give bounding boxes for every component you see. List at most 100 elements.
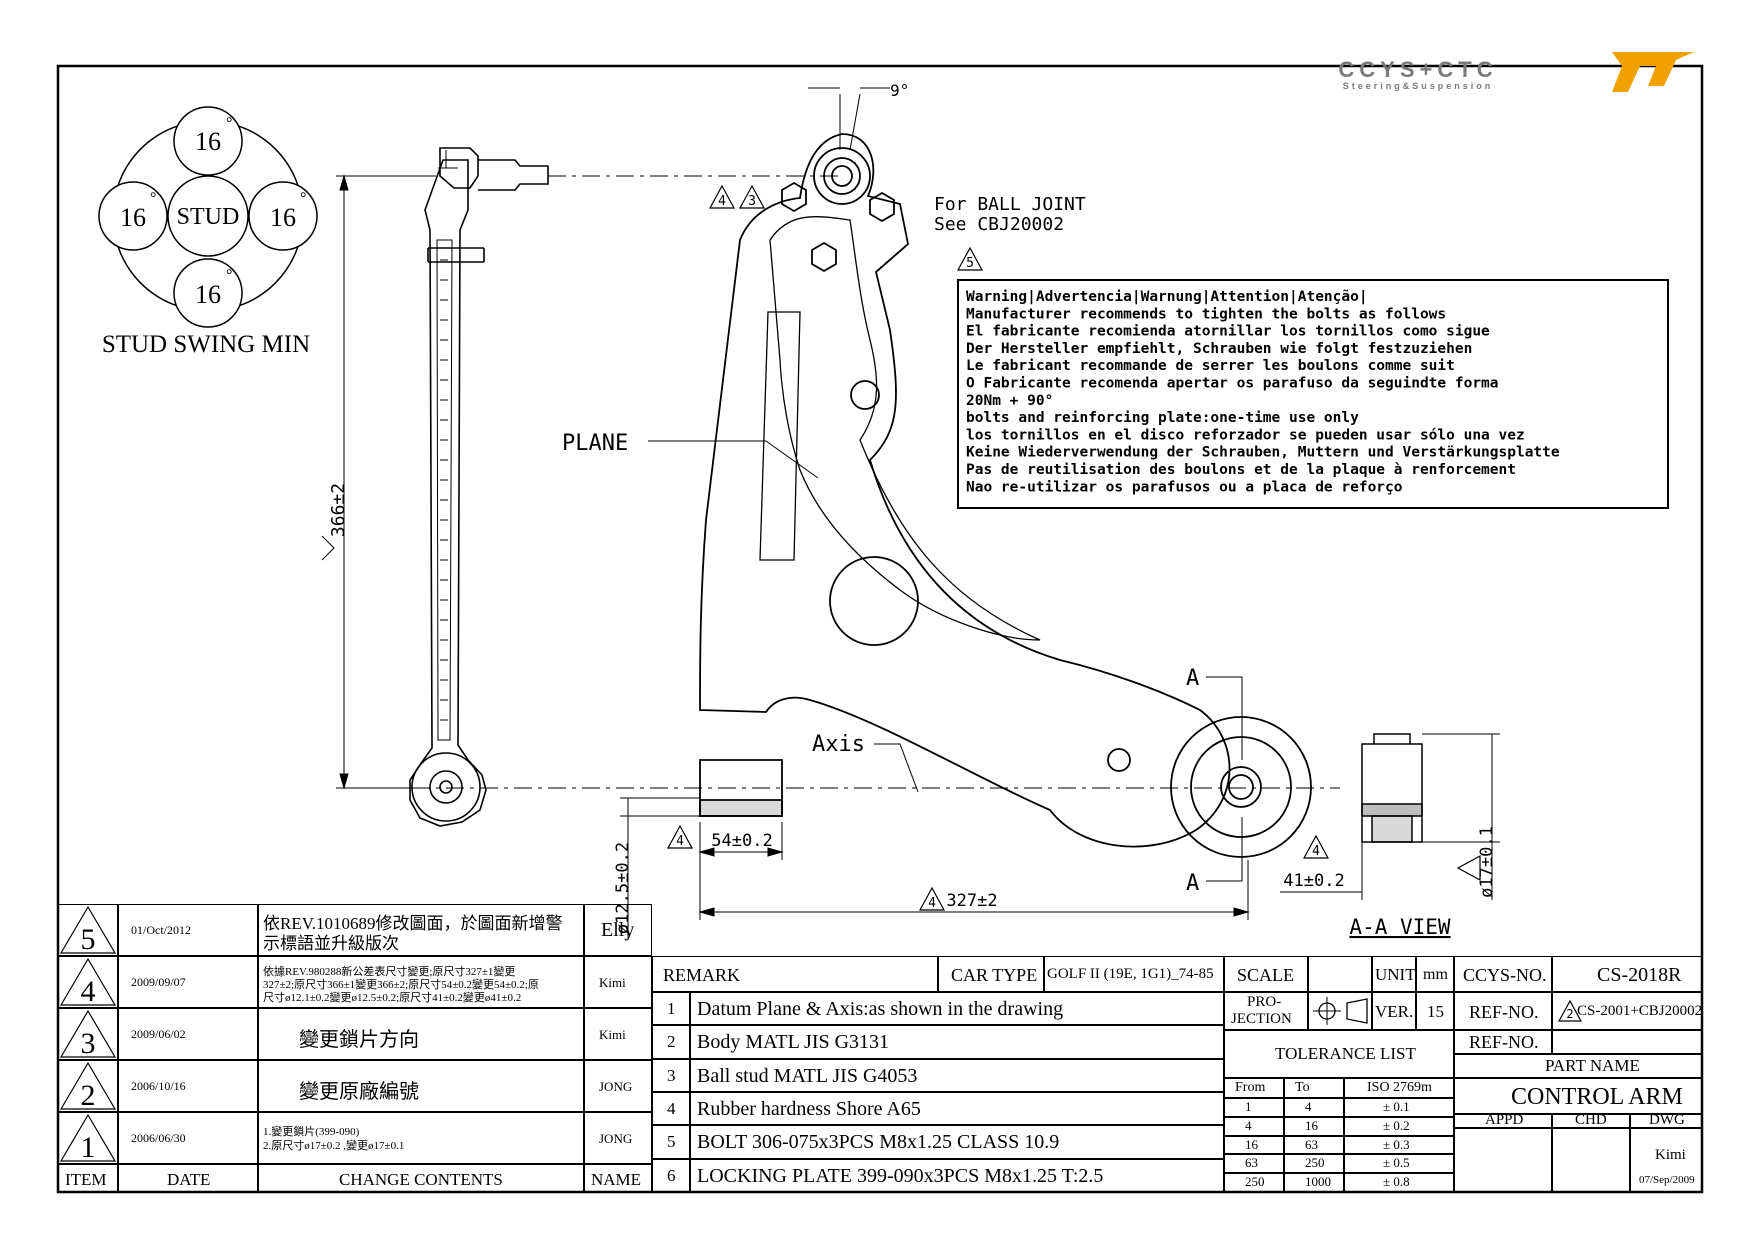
revision-contents-line: 327±2;原尺寸366±1變更366±2;原尺寸54±0.2變更54±0.2;… — [263, 979, 539, 991]
remark-item-number-text: 4 — [667, 1099, 676, 1118]
tolerance-cell-text: 1 — [1245, 1099, 1252, 1114]
tolerance-cell-text: 63 — [1305, 1137, 1318, 1152]
rev-header-item: ITEM — [58, 1164, 118, 1192]
dim-span-label: 327±2 — [946, 891, 997, 911]
ball-joint-core — [831, 165, 853, 187]
remark-item-text-value: BOLT 306-075x3PCS M8x1.25 CLASS 10.9 — [697, 1131, 1060, 1153]
warning-line: O Fabricante recomenda apertar os parafu… — [966, 376, 1499, 392]
stud-swing-center-label: STUD — [177, 204, 240, 230]
bolt-hex-2 — [869, 191, 895, 223]
stud-swing-bottom-value: 16 — [195, 280, 221, 309]
tolerance-cell: 1000 — [1284, 1173, 1344, 1192]
callout-triangle-5 — [956, 246, 984, 271]
revision-date: 2006/10/16 — [118, 1060, 258, 1112]
revision-name-text: JONG — [599, 1079, 633, 1094]
logo-brand: CCYS+CTC — [1338, 57, 1497, 82]
side-view-thread — [440, 259, 448, 721]
remark-item-number-text: 2 — [667, 1032, 676, 1051]
tolerance-cell: 1 — [1224, 1098, 1284, 1117]
callout-triangle-4c — [918, 886, 946, 911]
revision-name: JONG — [584, 1060, 652, 1112]
ball-joint-note-1: For BALL JOINT — [934, 194, 1086, 215]
remark-item-text-value: LOCKING PLATE 399-090x3PCS M8x1.25 T:2.5 — [697, 1165, 1104, 1187]
tolerance-cell-text: ± 0.1 — [1383, 1099, 1410, 1114]
revision-item: 4 — [58, 956, 118, 1008]
revision-name: Kimi — [584, 956, 652, 1008]
dim-bush-width-label: 54±0.2 — [711, 831, 772, 851]
ball-joint-note-2: See CBJ20002 — [934, 214, 1064, 235]
remark-item-text-value: Ball stud MATL JIS G4053 — [697, 1065, 918, 1087]
tolerance-cell-text: 16 — [1305, 1118, 1318, 1133]
rear-bushing-mid — [1190, 736, 1292, 838]
bottom-dims — [620, 797, 1250, 940]
projection-icon — [1313, 997, 1368, 1025]
warning-line: Der Hersteller empfiehlt, Schrauben wie … — [966, 341, 1472, 357]
tolerance-cell-text: 250 — [1305, 1155, 1325, 1170]
control-arm-inner — [769, 216, 1041, 641]
section-a-top: A — [1186, 666, 1199, 691]
warning-box — [957, 279, 1669, 509]
remark-item-text: Body MATL JIS G3131 — [690, 1025, 1224, 1059]
control-arm-hole-2 — [850, 380, 880, 410]
callout-5-num: 5 — [966, 256, 974, 271]
ball-joint-outer — [813, 147, 871, 205]
revision-name-text: JONG — [599, 1131, 633, 1146]
tolerance-cell: ± 0.2 — [1344, 1117, 1454, 1136]
remark-item-number-text: 3 — [667, 1066, 676, 1085]
tolerance-cell: ± 0.1 — [1344, 1098, 1454, 1117]
tolerance-cell: 4 — [1224, 1117, 1284, 1136]
plane-label: PLANE — [562, 431, 628, 456]
ref-no2-label: REF-NO. — [1454, 1030, 1552, 1054]
ref-no2-value — [1552, 1030, 1702, 1054]
revision-item-number: 3 — [81, 1027, 96, 1059]
side-view-bushing-hole — [439, 780, 453, 794]
ball-joint-inner — [823, 157, 861, 195]
tolerance-cell-text: 4 — [1245, 1118, 1252, 1133]
side-view — [409, 147, 549, 827]
axis-label: Axis — [812, 732, 865, 757]
tolerance-cell: 16 — [1284, 1117, 1344, 1136]
rear-bushing-inner — [1220, 766, 1262, 808]
revision-contents-line: 示標語並升級版次 — [263, 934, 399, 953]
stud-swing-left-value: 16 — [120, 203, 146, 232]
revision-date: 01/Oct/2012 — [118, 904, 258, 956]
tolerance-header-text: ISO 2769m — [1367, 1080, 1432, 1095]
tolerance-cell: ± 0.3 — [1344, 1136, 1454, 1154]
revision-date: 2009/06/02 — [118, 1008, 258, 1060]
side-view-bolt-top — [438, 150, 458, 169]
rev-header-name: NAME — [584, 1164, 652, 1192]
revision-name-text: Elly — [601, 919, 635, 941]
tolerance-cell: 250 — [1224, 1173, 1284, 1192]
remark-item-number-text: 1 — [667, 999, 676, 1018]
drawing-frame — [56, 64, 1704, 1194]
warning-text: Warning|Advertencia|Warnung|Attention|At… — [966, 289, 1560, 495]
ref-no-value: 2 CS-2001+CBJ20002 — [1552, 992, 1702, 1030]
appd-value — [1454, 1128, 1552, 1192]
dim-section-dia-label: ø17±0.1 — [1477, 826, 1497, 898]
scale-value — [1308, 956, 1372, 992]
remark-item-number: 1 — [652, 992, 690, 1025]
revision-date-text: 2009/06/02 — [131, 1027, 186, 1041]
control-arm-outline — [699, 133, 1231, 848]
remark-item-number: 5 — [652, 1125, 690, 1159]
ref-no-label: REF-NO. — [1454, 992, 1552, 1030]
angle-label: 9° — [890, 81, 909, 100]
warning-line: Warning|Advertencia|Warnung|Attention|At… — [966, 289, 1368, 305]
control-arm-slot — [759, 311, 801, 561]
projection-symbol — [1308, 992, 1372, 1030]
callout-4c-num: 4 — [928, 896, 936, 911]
tolerance-cell-text: 4 — [1305, 1099, 1312, 1114]
part-name-value: CONTROL ARM — [1454, 1078, 1702, 1114]
section-view — [1280, 733, 1500, 900]
revision-name: Elly — [584, 904, 652, 956]
tolerance-cell-text: ± 0.8 — [1383, 1174, 1410, 1189]
dim-length — [321, 174, 436, 790]
revision-triangle-icon: 3 — [59, 1009, 117, 1059]
tolerance-header-text: From — [1235, 1080, 1266, 1095]
revision-date-text: 2009/09/07 — [131, 975, 186, 989]
car-type-value: GOLF II (19E, 1G1)_74-85 — [1044, 956, 1224, 992]
remark-item-number-text: 5 — [667, 1132, 676, 1151]
stud-swing-bottom — [173, 258, 243, 328]
side-view-bushing — [411, 752, 481, 822]
